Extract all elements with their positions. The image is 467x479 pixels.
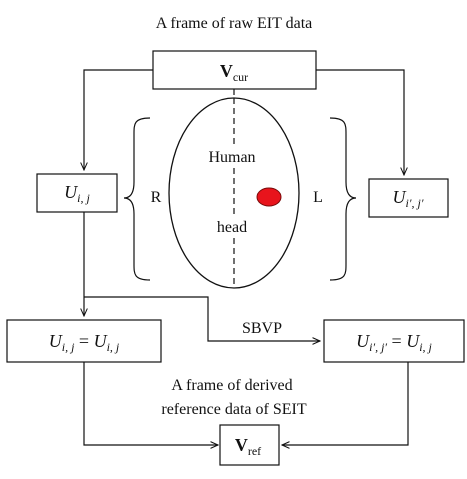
arrow-sbvp-branch [84,296,320,341]
u-left-sub: i, j [77,191,90,205]
eq-right-rhs-sub: i, j [419,340,432,354]
eq-right-lhs-sub: i′, j′ [369,340,387,354]
eq-right-rhs: U [406,331,420,351]
eq-right-label: Ui′, j′ = Ui, j [356,331,432,354]
v-cur-label: Vcur [220,61,248,84]
v-ref-box [219,424,280,466]
u-left-label: Ui, j [64,182,90,205]
eq-left-rhs-sub: i, j [107,340,120,354]
right-brace [329,117,357,281]
eq-left-lhs: U [49,331,63,351]
arrow-eqright-to-vref [282,362,409,445]
v-ref-main: V [235,435,248,455]
eq-right-eq: = [387,331,406,351]
eq-left-box [6,319,162,363]
v-cur-box [152,50,317,90]
left-brace [123,117,151,281]
derived-line1: A frame of derived [171,377,292,394]
head-label-head: head [217,219,247,236]
eq-right-box [323,319,465,363]
sbvp-label: SBVP [242,320,282,337]
derived-line2: reference data of SEIT [161,401,306,418]
u-right-label: Ui′, j′ [393,187,424,210]
u-right-sub: i′, j′ [406,196,424,210]
head-label-human: Human [208,149,255,166]
eq-left-lhs-sub: i, j [62,340,75,354]
v-cur-sub: cur [233,70,248,84]
eq-left-eq: = [74,331,93,351]
u-right-box [368,178,449,218]
v-cur-main: V [220,61,233,81]
eq-right-lhs: U [356,331,370,351]
arrow-vcur-to-right [316,69,404,175]
v-ref-label: Vref [235,435,261,458]
arrow-eqleft-to-vref [83,362,218,445]
v-ref-sub: ref [248,444,261,458]
u-left-main: U [64,182,78,202]
eq-left-rhs: U [94,331,108,351]
label-r: R [151,189,162,206]
title-text: A frame of raw EIT data [156,15,313,32]
lesion-dot [256,187,282,207]
u-left-box [36,173,118,213]
u-right-main: U [393,187,407,207]
human-label-bg [200,145,264,167]
label-l: L [313,189,323,206]
arrow-vcur-to-left [84,69,153,170]
head-label-bg [205,215,259,237]
eq-left-label: Ui, j = Ui, j [49,331,120,354]
